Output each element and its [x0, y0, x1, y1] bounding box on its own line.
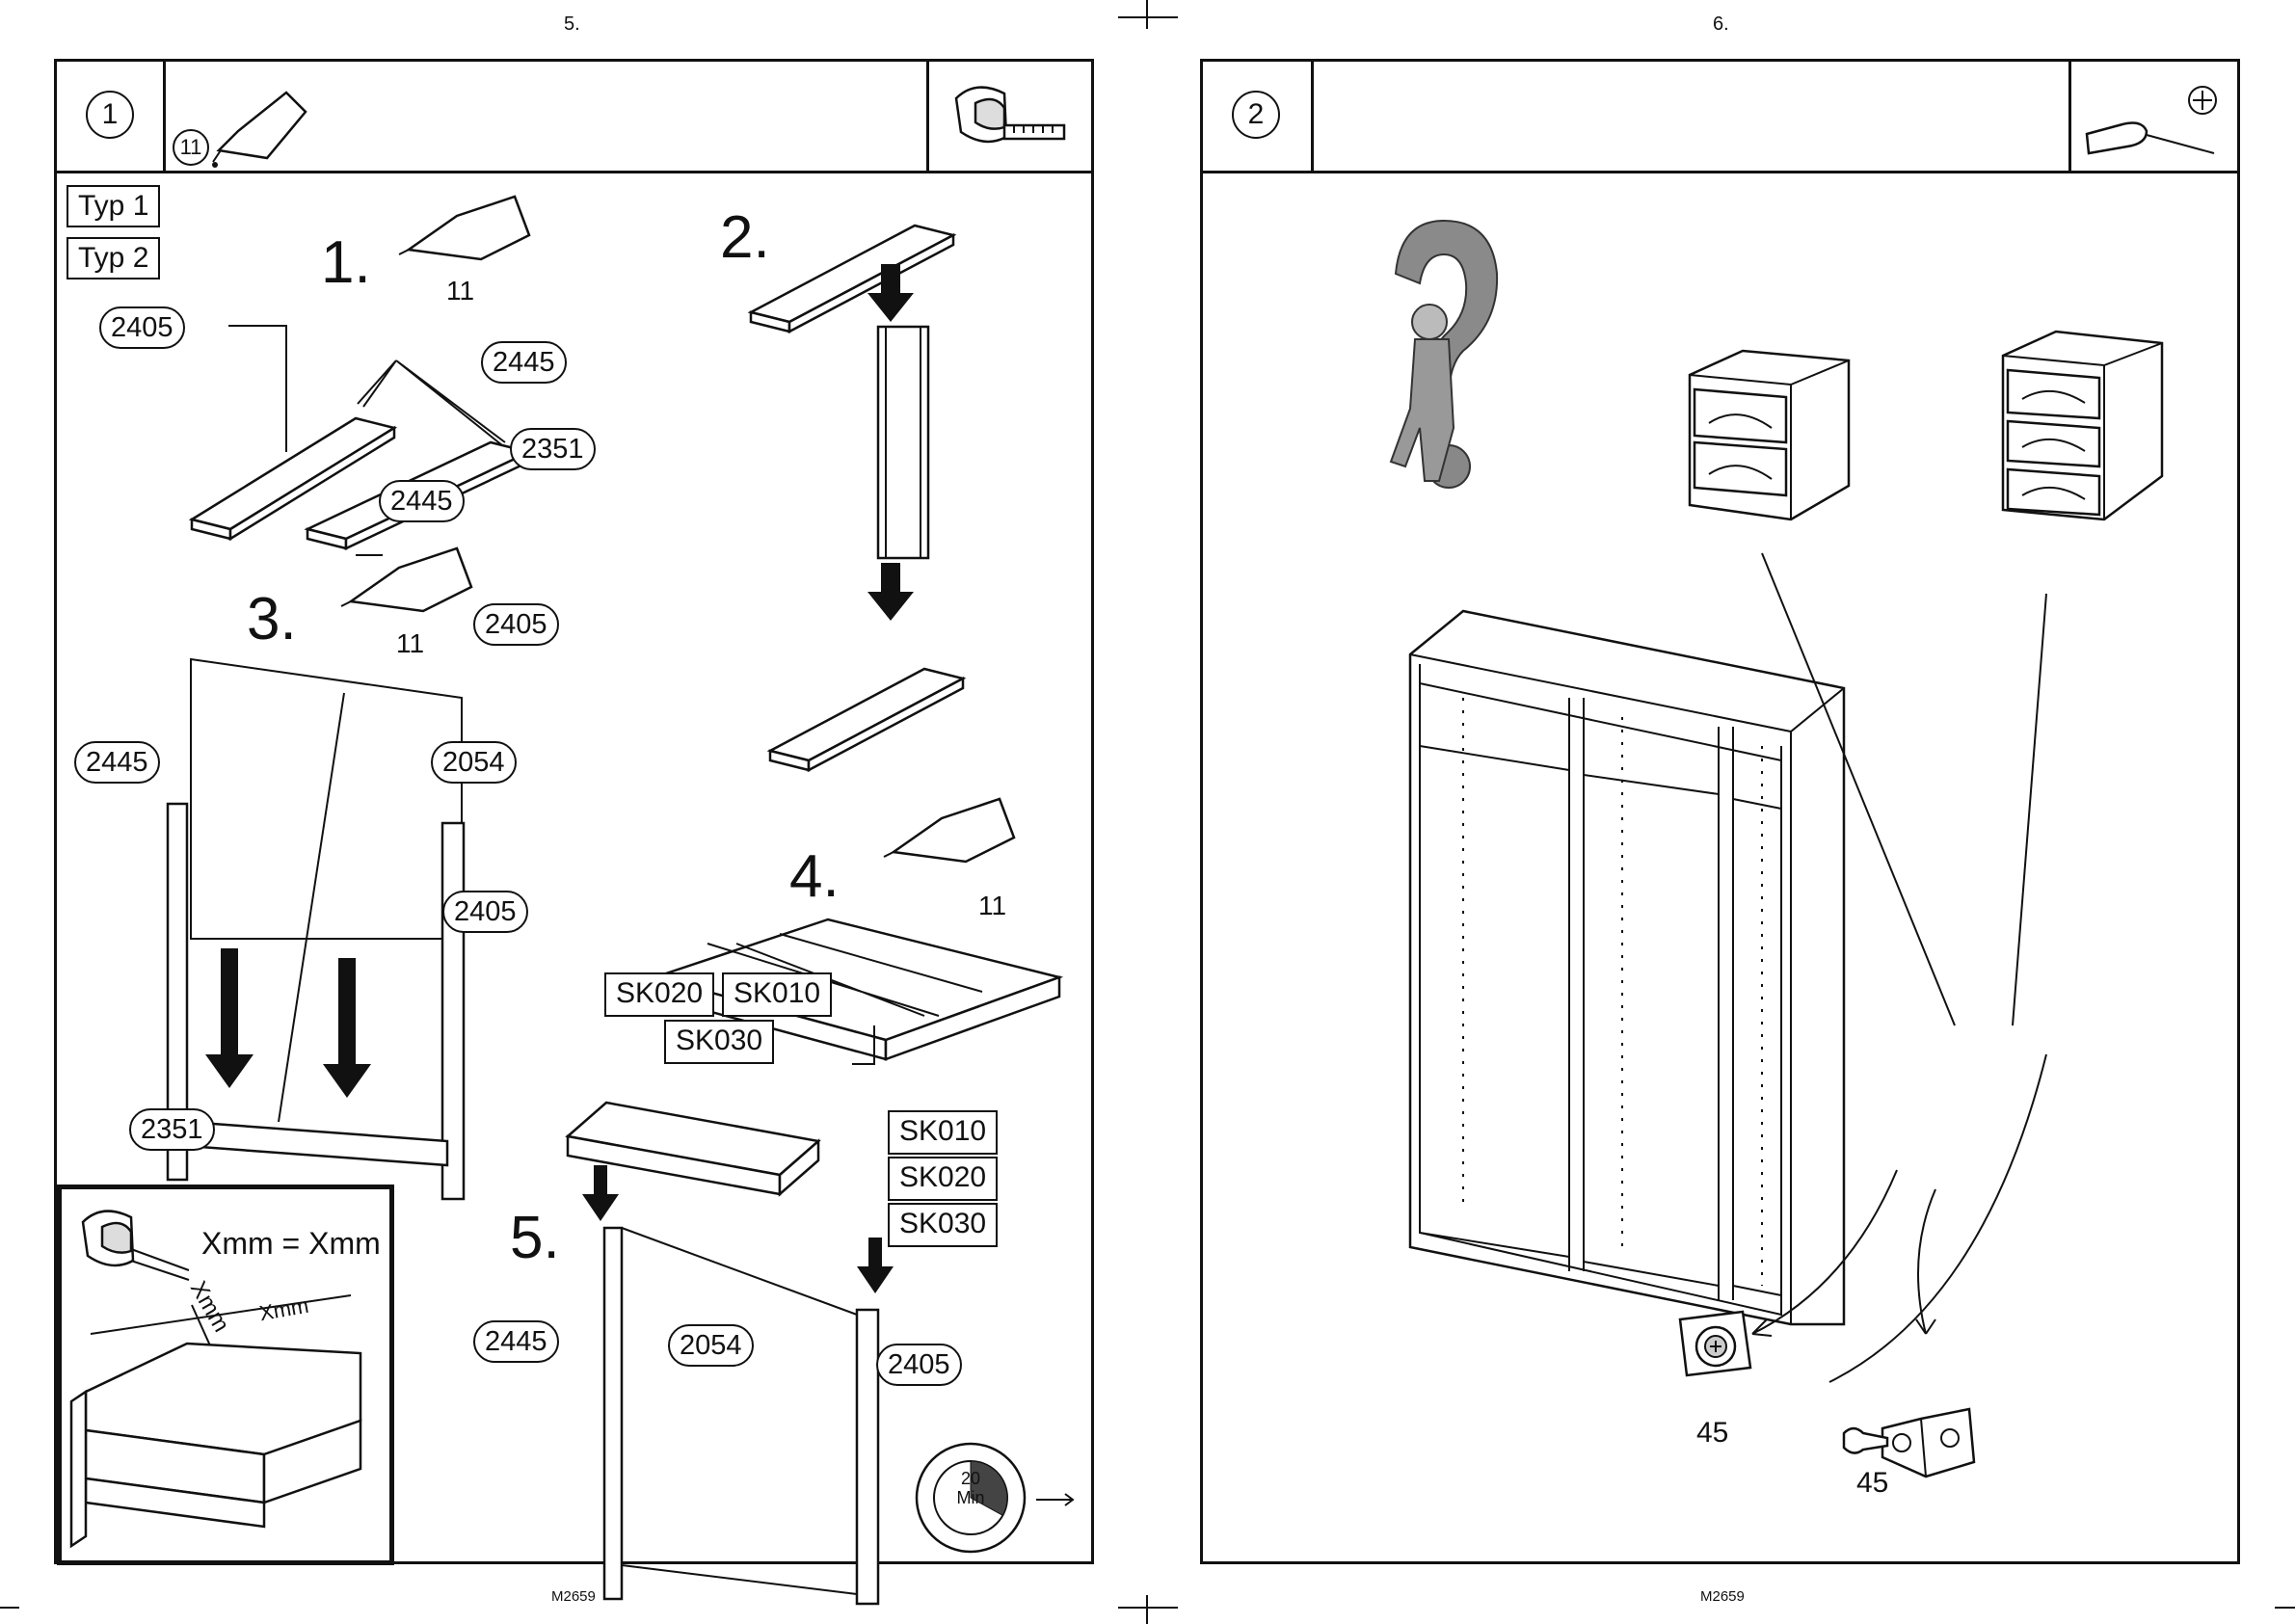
part-label: 2351: [129, 1108, 215, 1151]
type-label-1: Typ 1: [67, 185, 160, 227]
timer-value: 20: [953, 1469, 988, 1489]
hardware-code: SK030: [888, 1203, 998, 1247]
part-label: 2054: [431, 741, 517, 784]
page-number-left: 5.: [564, 13, 580, 36]
hardware-code: SK010: [722, 972, 832, 1017]
hardware-quantity: 45: [1696, 1417, 1728, 1450]
tool-cell: [926, 62, 1091, 171]
two-drawer-unit-drawing: [1685, 351, 1858, 534]
glue-tube-icon: [332, 548, 476, 626]
glue-tube-icon: [389, 197, 534, 274]
measure-formula: Xmm = Xmm: [201, 1226, 381, 1262]
drawer-drawing: [71, 1286, 389, 1560]
step-panel-2: 2: [1200, 59, 2240, 1564]
timer-unit: Min: [953, 1488, 988, 1508]
part-label: 2445: [481, 341, 567, 384]
part-label: 2054: [668, 1324, 754, 1367]
page-number-right: 6.: [1713, 13, 1729, 36]
part-label: 2445: [379, 480, 465, 522]
glue-tube-icon: [874, 799, 1019, 876]
part-label: 2445: [473, 1320, 559, 1363]
step-number: 2: [1232, 91, 1280, 139]
part-label: 2405: [99, 306, 185, 349]
hardware-quantity: 45: [1856, 1467, 1888, 1500]
drawer-alignment-inset: Xmm = Xmm Xmm Xmm: [57, 1185, 394, 1565]
hardware-code: SK020: [888, 1157, 998, 1201]
cam-lock-icon: [1675, 1310, 1762, 1377]
hardware-code: SK020: [604, 972, 714, 1017]
part-label: 2351: [510, 428, 596, 470]
shelves-rails-drawing: [124, 283, 587, 572]
step-number: 1: [86, 91, 134, 139]
hardware-code: SK010: [888, 1110, 998, 1155]
substep-4-number: 4.: [789, 847, 840, 907]
part-label: 2445: [74, 741, 160, 784]
footer-code-right: M2659: [1700, 1588, 1745, 1605]
frame-assembly-drawing: [732, 226, 1021, 765]
question-figure-icon: [1372, 216, 1516, 505]
hardware-code: SK030: [664, 1020, 774, 1064]
part-label: 2405: [442, 891, 528, 933]
three-drawer-unit-drawing: [1998, 332, 2172, 534]
clock-timer-icon: [913, 1440, 1086, 1556]
glue-tube-icon: [209, 83, 315, 170]
step-header: 1 11: [57, 62, 1091, 173]
phillips-screwdriver-icon: [2079, 81, 2233, 168]
part-label: 2405: [876, 1344, 962, 1386]
type-label-2: Typ 2: [67, 237, 160, 280]
step-header: 2: [1203, 62, 2237, 173]
glue-quantity: 11: [173, 129, 209, 166]
tape-measure-icon: [947, 79, 1072, 156]
substep-5-number: 5.: [510, 1209, 560, 1268]
tape-measure-icon: [73, 1203, 199, 1290]
step-number-cell: 2: [1203, 62, 1314, 171]
step-number-cell: 1: [57, 62, 166, 171]
tool-cell: [2068, 62, 2237, 171]
hardware-pointer-lines: [1762, 1045, 1955, 1344]
step-panel-1: 1 11 Typ 1 Typ 2 1. 11: [54, 59, 1094, 1564]
